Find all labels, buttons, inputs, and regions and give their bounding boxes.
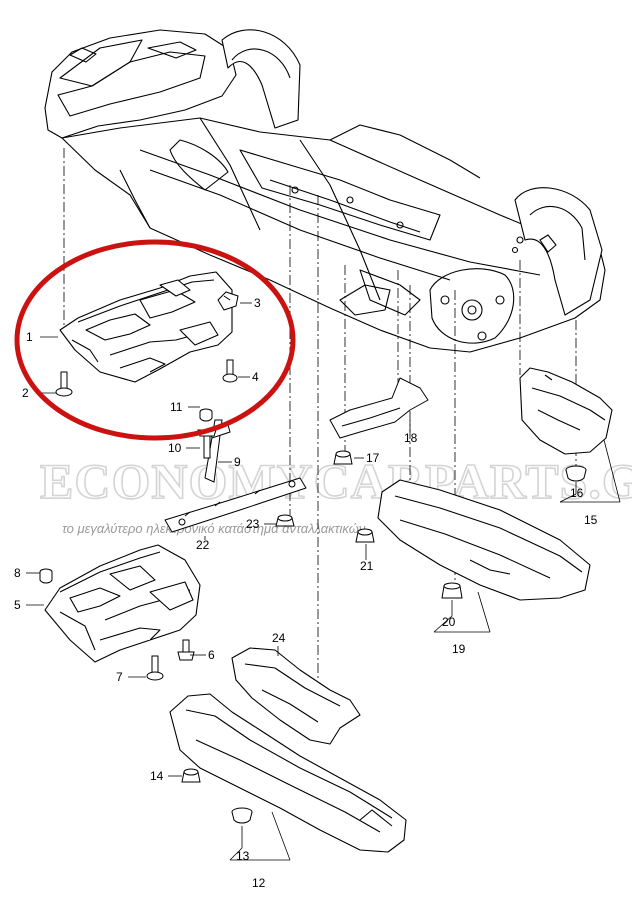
callout-15: 15 — [584, 513, 598, 527]
watermark-tagline: το μεγαλύτερο ηλεκτρονικό κατάστημα αντα… — [62, 521, 366, 536]
callout-18: 18 — [404, 431, 418, 445]
vehicle-underbody — [44, 29, 606, 353]
callout-5: 5 — [14, 598, 21, 612]
callout-19: 19 — [452, 642, 466, 656]
callout-23: 23 — [246, 517, 260, 531]
exhaust-heat-shield-12 — [169, 693, 407, 853]
clip-8 — [39, 568, 53, 584]
callout-21: 21 — [360, 559, 374, 573]
callout-3: 3 — [254, 296, 261, 310]
mount-bracket-18 — [329, 377, 429, 439]
callout-4: 4 — [252, 370, 259, 384]
bolt-6 — [177, 639, 195, 661]
callout-17: 17 — [366, 451, 380, 465]
nut-14 — [181, 768, 201, 783]
nut-23 — [275, 514, 295, 527]
leader-lines — [26, 302, 621, 861]
callout-7: 7 — [116, 670, 123, 684]
callout-13: 13 — [236, 849, 250, 863]
nut-20 — [441, 582, 463, 599]
clip-3 — [217, 291, 239, 311]
callout-20: 20 — [442, 615, 456, 629]
callout-labels: 1 2 3 4 5 6 7 8 9 10 11 12 13 14 15 16 1… — [14, 296, 598, 890]
grommet-16 — [565, 465, 587, 482]
washer-11 — [199, 408, 213, 422]
callout-24: 24 — [272, 631, 286, 645]
heat-shield-24 — [231, 647, 361, 745]
callout-11: 11 — [170, 400, 183, 414]
cross-brace — [164, 477, 307, 533]
watermark: ECONOMYCARPARTS.GR το μεγαλύτερο ηλεκτρο… — [39, 452, 632, 536]
callout-1: 1 — [26, 330, 33, 344]
callout-22: 22 — [196, 538, 210, 552]
tunnel-heat-shield-19 — [377, 479, 591, 601]
callout-9: 9 — [234, 455, 241, 469]
callout-10: 10 — [168, 441, 182, 455]
callout-14: 14 — [150, 769, 164, 783]
nut-17 — [333, 450, 353, 465]
engine-undertray-lower — [44, 544, 201, 663]
rear-heat-shield-15 — [519, 367, 613, 455]
callout-12: 12 — [252, 876, 266, 890]
engine-undertray-front — [59, 271, 233, 383]
fasteners — [39, 359, 587, 824]
highlight-circle — [14, 239, 296, 441]
grommet-13 — [231, 807, 253, 824]
callout-2: 2 — [22, 386, 29, 400]
callout-16: 16 — [570, 486, 584, 500]
bolt-4 — [222, 359, 238, 383]
callout-6: 6 — [208, 648, 215, 662]
nut-21 — [355, 528, 375, 543]
bolt-7 — [146, 655, 164, 681]
bolt-2 — [55, 371, 73, 397]
callout-8: 8 — [14, 566, 21, 580]
